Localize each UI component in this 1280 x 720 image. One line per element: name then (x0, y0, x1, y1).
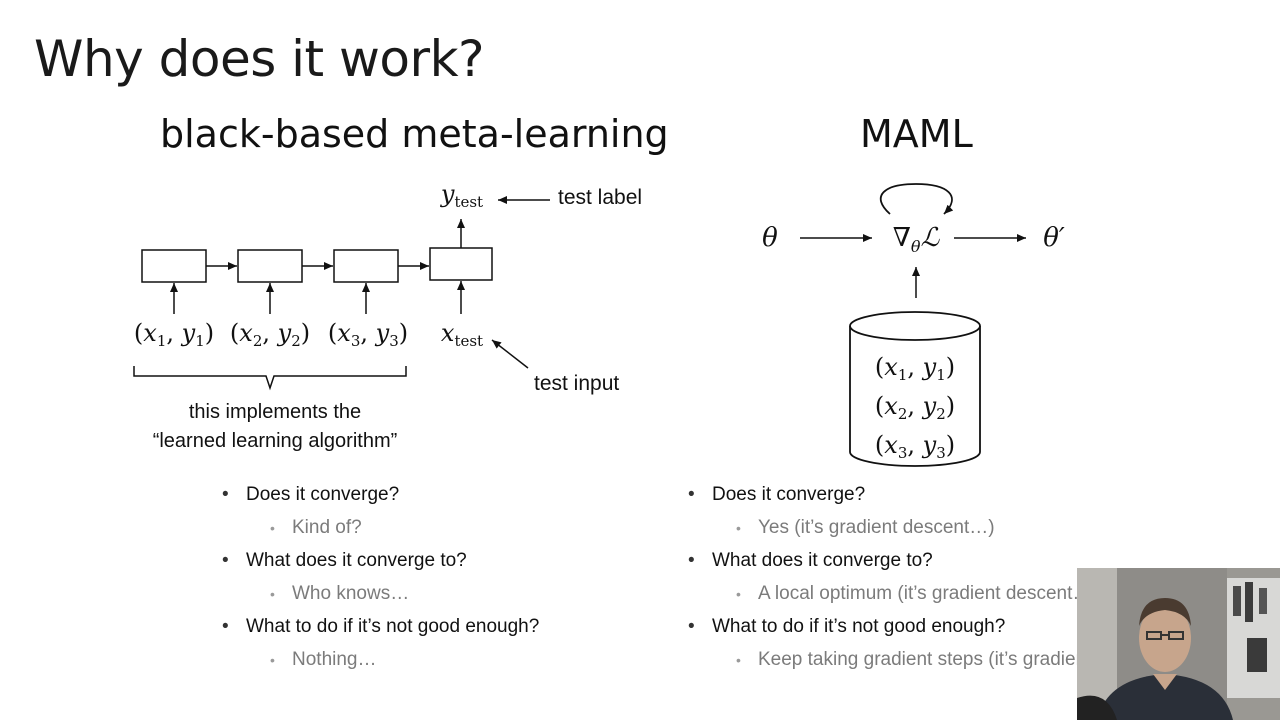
presenter-webcam (1077, 568, 1280, 720)
dataset-cylinder (849, 326, 981, 467)
bullet-question: Does it converge? (222, 484, 539, 517)
slide-title: Why does it work? (34, 30, 485, 88)
rnn-cell-4 (429, 247, 493, 281)
bullet-answer: Yes (it’s gradient descent…) (688, 517, 1189, 550)
rnn-cell-2 (237, 249, 303, 283)
right-heading: MAML (860, 112, 973, 156)
bullet-question: What does it converge to? (222, 550, 539, 583)
bullet-question: Does it converge? (688, 484, 1189, 517)
rnn-diagram: (x1, y1) (x2, y2) (x3, y3) xtest ytest t… (133, 180, 642, 395)
dataset-item-3: (x3, y3) (875, 431, 955, 462)
input-label-1: (x1, y1) (134, 319, 214, 350)
dataset-cylinder-top (849, 311, 981, 341)
brace-caption: this implements the “learned learning al… (130, 398, 420, 456)
presenter-image (1077, 568, 1280, 720)
self-loop-arrow (879, 183, 954, 215)
brace-caption-line-1: this implements the (188, 401, 362, 423)
left-heading: black-based meta-learning (160, 112, 669, 156)
dataset-item-2: (x2, y2) (875, 392, 955, 423)
test-input-text: test input (534, 372, 619, 395)
bullet-answer: A local optimum (it’s gradient descent…) (688, 583, 1189, 616)
bullet-answer: Who knows… (222, 583, 539, 616)
test-input-arrow (491, 339, 529, 369)
bullet-question: What to do if it’s not good enough? (688, 616, 1189, 649)
brace-caption-line-2: “learned learning algorithm” (152, 430, 398, 452)
bullet-question: What to do if it’s not good enough? (222, 616, 539, 649)
input-brace (133, 366, 407, 391)
test-output-var: ytest (440, 180, 483, 211)
input-label-3: (x3, y3) (328, 319, 408, 350)
left-bullet-list: Does it converge? Kind of? What does it … (222, 484, 539, 682)
bullet-question: What does it converge to? (688, 550, 1189, 583)
input-label-2: (x2, y2) (230, 319, 310, 350)
test-input-var: xtest (441, 319, 483, 350)
bullet-answer: Kind of? (222, 517, 539, 550)
gradient-symbol: ∇θℒ (893, 223, 941, 256)
dataset-item-1: (x1, y1) (875, 353, 955, 384)
test-label-text: test label (558, 186, 642, 209)
bullet-answer: Nothing… (222, 649, 539, 682)
theta-symbol: θ (762, 223, 778, 253)
theta-prime-symbol: θ′ (1043, 223, 1065, 253)
maml-diagram: θ ∇θℒ θ′ (x1, y1) (x2, y2) (x3, y3) (762, 183, 1065, 467)
rnn-cell-3 (333, 249, 399, 283)
rnn-cell-1 (141, 249, 207, 283)
